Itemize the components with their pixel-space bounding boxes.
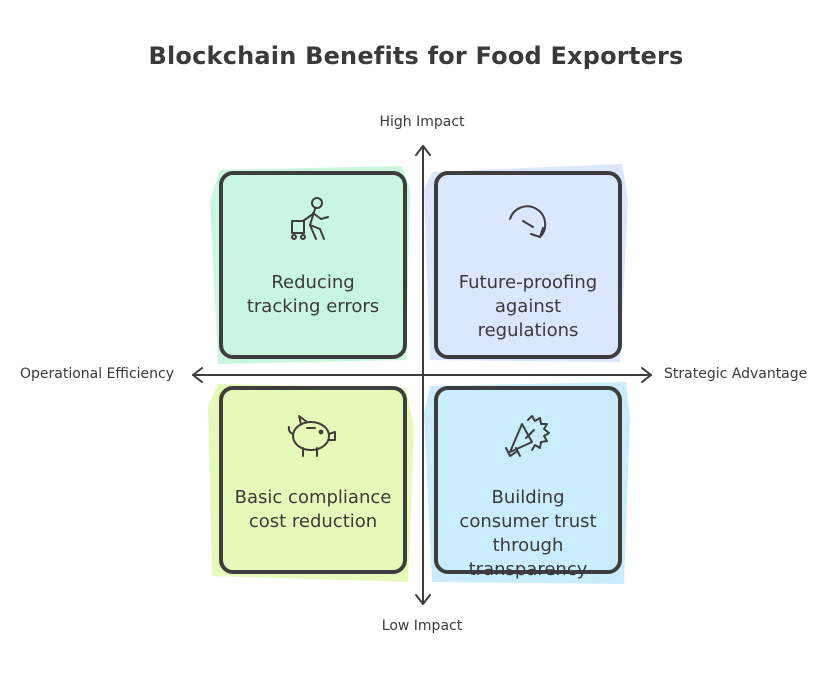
person-pushing-cart-icon	[291, 197, 329, 240]
axis-label-bottom: Low Impact	[381, 618, 463, 634]
quadrant-wash-top-left	[210, 166, 410, 364]
quadrant-label-top-right: Future-proofing against regulations	[458, 272, 598, 341]
diagram-title: Blockchain Benefits for Food Exporters	[148, 42, 684, 70]
quadrant-top-left: Reducing tracking errors	[219, 171, 407, 359]
quadrant-top-right: Future-proofing against regulations	[434, 171, 622, 359]
axis-label-top: High Impact	[379, 114, 465, 130]
piggy-bank-icon	[287, 415, 336, 457]
quadrant-label-bottom-right: Building consumer trust through transpar…	[459, 487, 597, 580]
megaphone-icon	[505, 415, 550, 457]
arrow-up-icon	[415, 145, 431, 156]
arrow-left-icon	[192, 367, 203, 383]
quadrant-bottom-right: Building consumer trust through transpar…	[434, 386, 622, 580]
axis-label-left: Operational Efficiency	[20, 366, 175, 382]
arrow-right-icon	[641, 367, 652, 383]
quadrant-wash-top-right	[424, 164, 628, 362]
circular-arrow-icon	[509, 205, 547, 238]
quadrant-label-top-left: Reducing tracking errors	[246, 272, 380, 317]
quadrant-wash-bottom-right	[424, 382, 630, 584]
axis-label-right: Strategic Advantage	[664, 366, 808, 382]
quadrant-label-bottom-left: Basic compliance cost reduction	[234, 487, 392, 532]
quadrant-wash-bottom-left	[208, 384, 414, 582]
quadrant-bottom-left: Basic compliance cost reduction	[219, 386, 407, 574]
arrow-down-icon	[415, 594, 431, 605]
